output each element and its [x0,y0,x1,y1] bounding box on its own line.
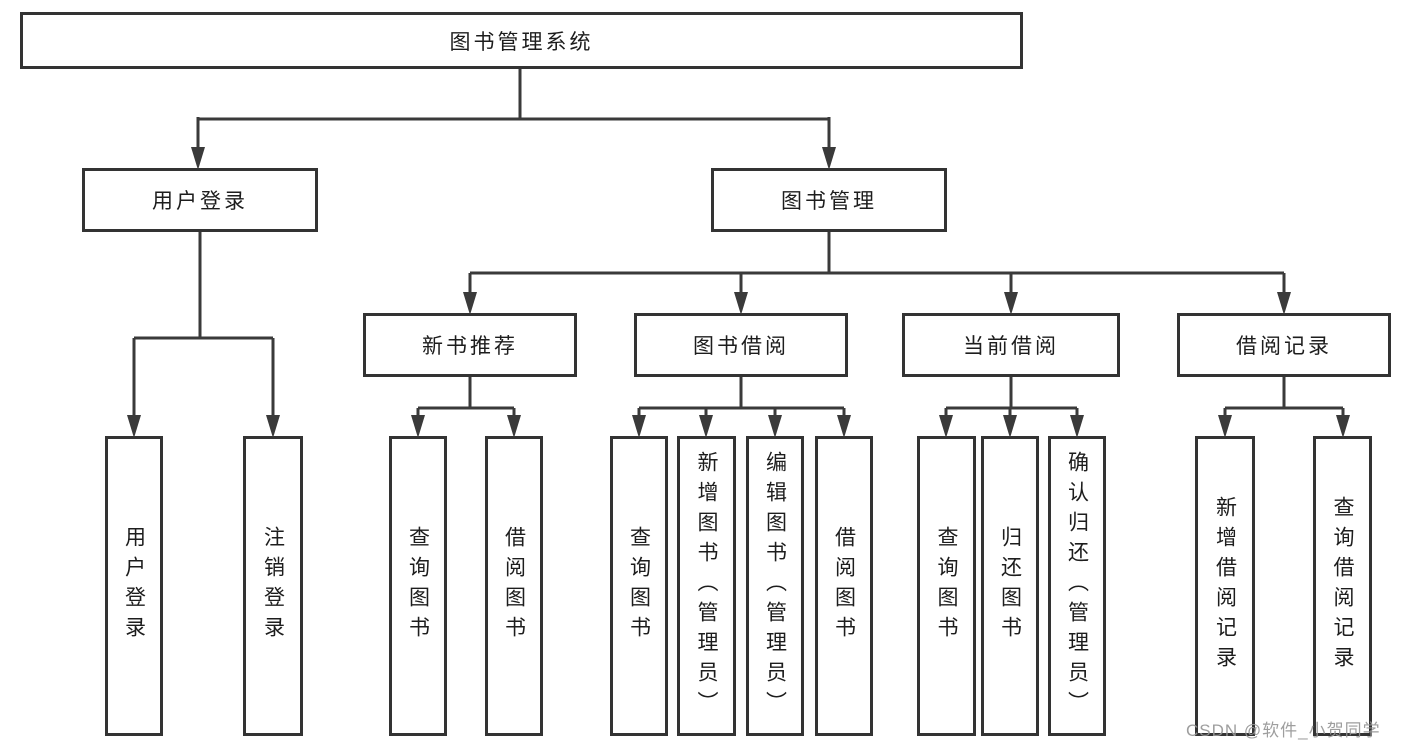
leaf-user-login: 用户登录 [105,436,163,736]
node-book-borrowing-label: 图书借阅 [693,335,789,358]
leaf-query-books-borrowing: 查询图书 [610,436,668,736]
node-book-management: 图书管理 [711,168,947,232]
csdn-watermark: CSDN @软件_小贺同学 [1186,721,1381,740]
leaf-query-books-current: 查询图书 [917,436,976,736]
node-book-borrowing: 图书借阅 [634,313,848,377]
leaf-edit-books-admin: 编辑图书（管理员） [746,436,804,736]
node-new-book-recommend-label: 新书推荐 [422,335,518,358]
leaf-logout-login: 注销登录 [243,436,303,736]
node-book-management-label: 图书管理 [781,190,877,213]
node-library-system: 图书管理系统 [20,12,1023,69]
leaf-borrow-books: 借阅图书 [815,436,873,736]
leaf-query-borrow-record: 查询借阅记录 [1313,436,1372,736]
leaf-query-books-recommend: 查询图书 [389,436,447,736]
node-library-system-label: 图书管理系统 [449,30,594,54]
leaf-confirm-return-admin: 确认归还（管理员） [1048,436,1106,736]
leaf-borrow-books-recommend: 借阅图书 [485,436,543,736]
node-user-login: 用户登录 [82,168,318,232]
node-new-book-recommend: 新书推荐 [363,313,577,377]
node-current-borrowing-label: 当前借阅 [963,335,1059,358]
leaf-add-borrow-record: 新增借阅记录 [1195,436,1255,736]
node-borrowing-records-label: 借阅记录 [1236,335,1332,358]
leaf-return-books: 归还图书 [981,436,1039,736]
node-borrowing-records: 借阅记录 [1177,313,1391,377]
leaf-add-books-admin: 新增图书（管理员） [677,436,736,736]
node-current-borrowing: 当前借阅 [902,313,1120,377]
node-user-login-label: 用户登录 [152,190,248,213]
